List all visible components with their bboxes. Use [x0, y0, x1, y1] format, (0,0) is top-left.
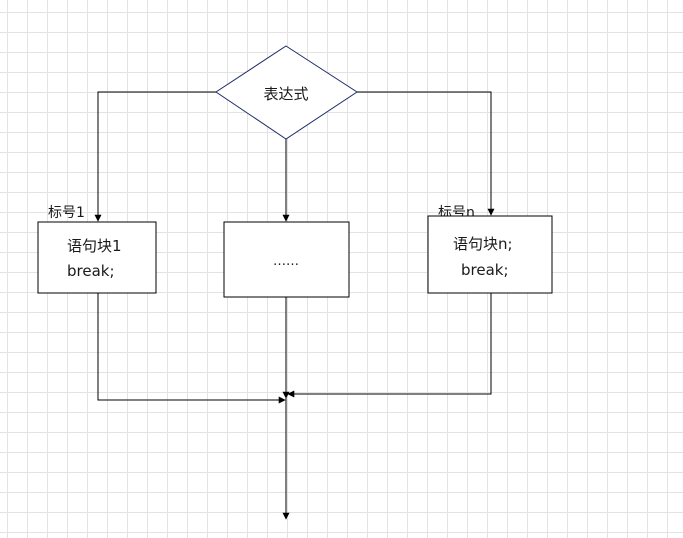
block-right-line2: break;	[461, 261, 509, 279]
statement-block-middle	[223, 221, 350, 298]
left-branch-arrow	[94, 91, 216, 222]
left-merge-arrow	[97, 293, 286, 404]
block-middle-line1: ……	[273, 254, 299, 269]
block-left-line1: 语句块1	[67, 237, 122, 255]
block-left-line2: break;	[67, 262, 115, 280]
right-branch-arrow	[357, 91, 495, 216]
statement-block-left	[37, 221, 157, 294]
block-right-line1: 语句块n;	[453, 235, 513, 253]
statement-block-right	[427, 215, 553, 294]
right-merge-arrow	[287, 293, 492, 398]
decision-label: 表达式	[263, 85, 308, 103]
case-label-left: 标号1	[48, 205, 85, 221]
